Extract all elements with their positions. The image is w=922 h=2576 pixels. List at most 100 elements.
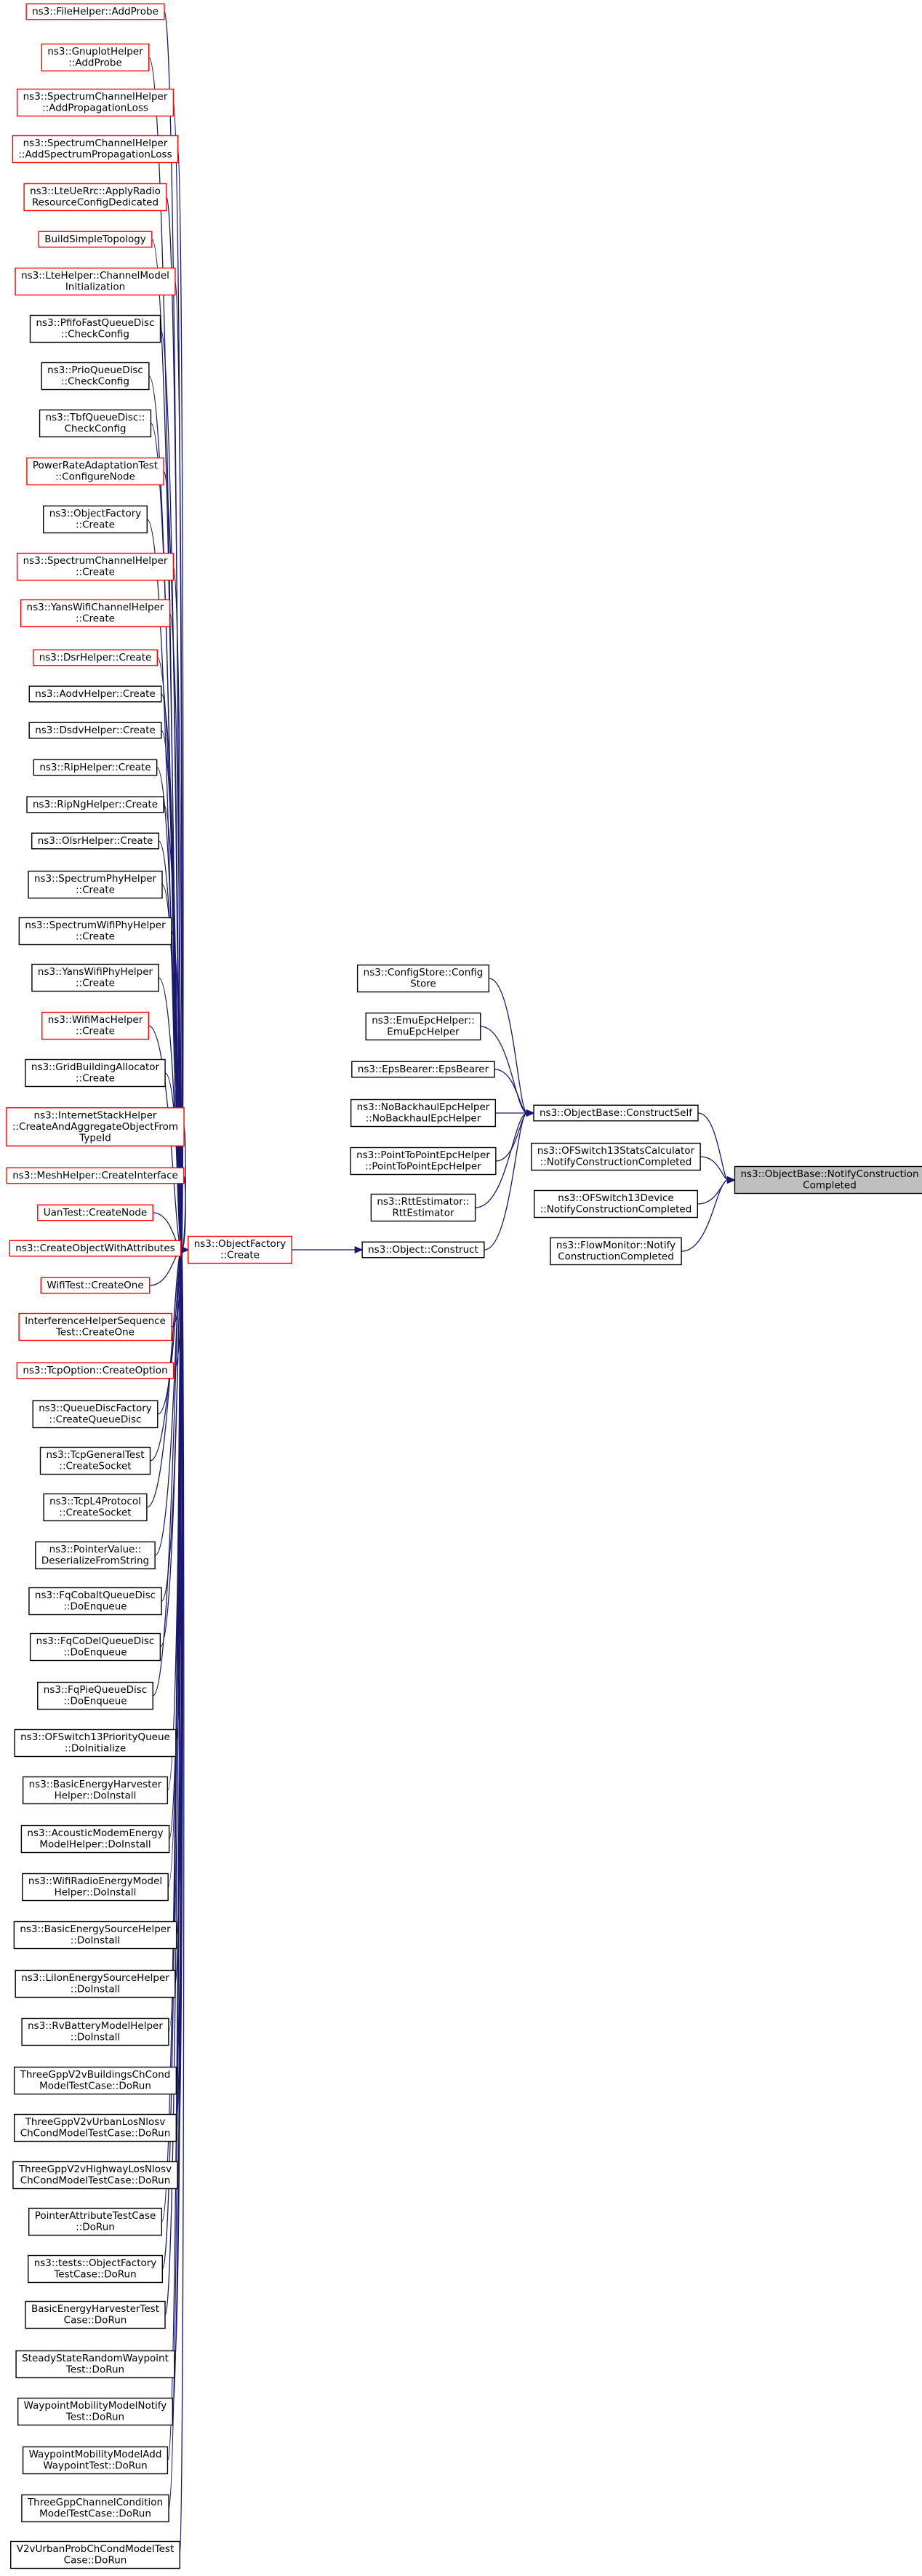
node-ns3-olsrhelper-create[interactable]: ns3::OlsrHelper::Create <box>31 832 159 850</box>
node-box <box>14 2113 177 2142</box>
node-threegppchannelconditionmodeltestcase-dorun[interactable]: ThreeGppChannelConditionModelTestCase::D… <box>21 2494 169 2523</box>
node-ns3-queuediscfactory-createqueuedisc[interactable]: ns3::QueueDiscFactory::CreateQueueDisc <box>32 1400 159 1429</box>
node-ns3-yanswifichannelhelper-create[interactable]: ns3::YansWifiChannelHelper::Create <box>20 599 171 628</box>
edge-to-constructself <box>494 1069 535 1117</box>
node-box <box>22 1873 169 1902</box>
node-ns3-yanswifiphyhelper-create[interactable]: ns3::YansWifiPhyHelper::Create <box>31 963 159 992</box>
node-ns3-pfifofastqueuedisc-checkconfig[interactable]: ns3::PfifoFastQueueDisc::CheckConfig <box>29 314 161 343</box>
node-label-line: ns3::AcousticModemEnergy <box>27 1827 163 1839</box>
node-ns3-createobjectwithattributes[interactable]: ns3::CreateObjectWithAttributes <box>9 1240 182 1257</box>
node-ns3-spectrumchannelhelper-addspectrumpropagationloss[interactable]: ns3::SpectrumChannelHelper::AddSpectrumP… <box>12 135 179 164</box>
node-ns3-objectfactory-create[interactable]: ns3::ObjectFactory::Create <box>43 505 148 534</box>
node-ns3-pointtopointepchelper-pointtopointepchelper[interactable]: ns3::PointToPointEpcHelper::PointToPoint… <box>350 1147 497 1176</box>
node-ns3-ltehelper-channelmodelinitialization[interactable]: ns3::LteHelper::ChannelModelInitializati… <box>15 267 176 296</box>
node-ns3-aodvhelper-create[interactable]: ns3::AodvHelper::Create <box>28 685 162 703</box>
node-ns3-epsbearer-epsbearer[interactable]: ns3::EpsBearer::EpsBearer <box>351 1061 495 1078</box>
node-label-line: BasicEnergyHarvesterTest <box>31 2303 159 2315</box>
node-ns3-ripnghelper-create[interactable]: ns3::RipNgHelper::Create <box>26 796 164 813</box>
node-ns3-meshhelper-createinterface[interactable]: ns3::MeshHelper::CreateInterface <box>6 1167 185 1184</box>
node-label-line: ::Create <box>76 978 115 989</box>
node-label-line: ::DoEnqueue <box>63 1601 127 1613</box>
node-ns3-objectfactory-create[interactable]: ns3::ObjectFactory::Create <box>188 1235 292 1264</box>
node-box <box>20 1825 170 1854</box>
node-waypointmobilitymodeladdwaypointtest-dorun[interactable]: WaypointMobilityModelAddWaypointTest::Do… <box>22 2446 169 2475</box>
node-ns3-spectrumwifiphyhelper-create[interactable]: ns3::SpectrumWifiPhyHelper::Create <box>18 917 172 946</box>
node-buildsimpletopology[interactable]: BuildSimpleTopology <box>38 231 153 248</box>
node-wifitest-createone[interactable]: WifiTest::CreateOne <box>40 1277 151 1294</box>
node-label-line: ns3::tests::ObjectFactory <box>34 2257 157 2269</box>
node-label-line: ns3::ObjectBase::ConstructSelf <box>540 1107 693 1119</box>
node-box <box>15 267 176 296</box>
node-box <box>356 964 490 993</box>
node-label-line: Initialization <box>65 282 125 293</box>
node-ns3-spectrumchannelhelper-addpropagationloss[interactable]: ns3::SpectrumChannelHelper::AddPropagati… <box>16 88 175 117</box>
node-ns3-dsrhelper-create[interactable]: ns3::DsrHelper::Create <box>32 649 159 666</box>
node-box <box>29 1632 161 1662</box>
node-box <box>25 3 165 20</box>
node-ns3-fqcodelqueuedisc-doenqueue[interactable]: ns3::FqCoDelQueueDisc::DoEnqueue <box>29 1632 161 1662</box>
node-label-line: ns3::SpectrumChannelHelper <box>23 91 168 103</box>
node-label-line: ns3::TcpOption::CreateOption <box>23 1365 167 1376</box>
node-ns3-object-construct[interactable]: ns3::Object::Construct <box>361 1241 485 1259</box>
node-label-line: ::CheckConfig <box>61 376 129 388</box>
node-ns3-fqpiequeuedisc-doenqueue[interactable]: ns3::FqPieQueueDisc::DoEnqueue <box>37 1681 153 1710</box>
node-ns3-lteuerrc-applyradioresourceconfigdedicated[interactable]: ns3::LteUeRrc::ApplyRadioResourceConfigD… <box>23 183 167 212</box>
node-interferencehelpersequencetest-createone[interactable]: InterferenceHelperSequenceTest::CreateOn… <box>18 1312 172 1341</box>
node-threegppv2vhighwaylosnlosvchcondmodeltestcase-dorun[interactable]: ThreeGppV2vHighwayLosNlosvChCondModelTes… <box>12 2161 178 2190</box>
node-ns3-pointervalue-deserializefromstring[interactable]: ns3::PointerValue::DeserializeFromString <box>35 1541 156 1570</box>
node-powerrateadaptationtest-configurenode[interactable]: PowerRateAdaptationTest::ConfigureNode <box>26 457 164 486</box>
node-ns3-wifiradioenergymodelhelper-doinstall[interactable]: ns3::WifiRadioEnergyModelHelper::DoInsta… <box>22 1873 169 1902</box>
node-ns3-ofswitch13priorityqueue-doinitialize[interactable]: ns3::OFSwitch13PriorityQueue::DoInitiali… <box>14 1728 177 1758</box>
node-ns3-configstore-configstore[interactable]: ns3::ConfigStore::ConfigStore <box>356 964 490 993</box>
node-ns3-tcpl4protocol-createsocket[interactable]: ns3::TcpL4Protocol::CreateSocket <box>43 1493 148 1522</box>
node-ns3-spectrumphyhelper-create[interactable]: ns3::SpectrumPhyHelper::Create <box>28 870 163 899</box>
node-label-line: ns3::OFSwitch13StatsCalculator <box>537 1145 695 1157</box>
node-label-line: ns3::SpectrumWifiPhyHelper <box>25 920 166 931</box>
node-ns3-filehelper-addprobe[interactable]: ns3::FileHelper::AddProbe <box>25 3 165 20</box>
node-threegppv2vurbanlosnlosvchcondmodeltestcase-dorun[interactable]: ThreeGppV2vUrbanLosNlosvChCondModelTestC… <box>14 2113 177 2142</box>
node-ns3-riphelper-create[interactable]: ns3::RipHelper::Create <box>33 759 158 776</box>
node-ns3-liionenergysourcehelper-doinstall[interactable]: ns3::LiIonEnergySourceHelper::DoInstall <box>15 1969 176 1998</box>
node-label-line: ns3::LteHelper::ChannelModel <box>21 270 169 282</box>
node-ns3-gnuplothelper-addprobe[interactable]: ns3::GnuplotHelper::AddProbe <box>41 43 150 72</box>
node-ns3-objectbase-constructself[interactable]: ns3::ObjectBase::ConstructSelf <box>533 1104 699 1122</box>
node-ns3-flowmonitor-notifyconstructioncompleted[interactable]: ns3::FlowMonitor::NotifyConstructionComp… <box>550 1237 682 1266</box>
node-ns3-tcpoption-createoption[interactable]: ns3::TcpOption::CreateOption <box>16 1362 175 1379</box>
node-label-line: ns3::AodvHelper::Create <box>35 688 155 700</box>
node-label-line: ns3::ObjectFactory <box>49 508 142 519</box>
node-ns3-emuepchelper-emuepchelper[interactable]: ns3::EmuEpcHelper::EmuEpcHelper <box>365 1012 481 1041</box>
node-label-line: ::DoEnqueue <box>63 1647 127 1659</box>
node-ns3-tbfqueuedisc-checkconfig[interactable]: ns3::TbfQueueDisc::CheckConfig <box>39 409 152 438</box>
node-label-line: ns3::PointToPointEpcHelper <box>356 1149 490 1161</box>
node-ns3-dsdvhelper-create[interactable]: ns3::DsdvHelper::Create <box>28 722 162 739</box>
node-ns3-gridbuildingallocator-create[interactable]: ns3::GridBuildingAllocator::Create <box>25 1058 166 1088</box>
node-label-line: ns3::MeshHelper::CreateInterface <box>12 1170 178 1181</box>
node-box <box>22 1776 169 1805</box>
node-ns3-nobackhaulepchelper-nobackhaulepchelper[interactable]: ns3::NoBackhaulEpcHelper::NoBackhaulEpcH… <box>350 1098 497 1128</box>
node-box <box>23 183 167 212</box>
node-ns3-basicenergyharvesterhelper-doinstall[interactable]: ns3::BasicEnergyHarvesterHelper::DoInsta… <box>22 1776 169 1805</box>
node-ns3-rttestimator-rttestimator[interactable]: ns3::RttEstimator::RttEstimator <box>370 1193 476 1222</box>
node-box <box>533 1104 699 1122</box>
node-uantest-createnode[interactable]: UanTest::CreateNode <box>37 1204 153 1221</box>
node-ns3-wifimachelper-create[interactable]: ns3::WifiMacHelper::Create <box>41 1011 149 1040</box>
node-ns3-internetstackhelper-createandaggregateobjectfromtypeid[interactable]: ns3::InternetStackHelper::CreateAndAggre… <box>6 1107 185 1147</box>
node-ns3-rvbatterymodelhelper-doinstall[interactable]: ns3::RvBatteryModelHelper::DoInstall <box>21 2017 169 2046</box>
node-threegppv2vbuildingschcondmodeltestcase-dorun[interactable]: ThreeGppV2vBuildingsChCondModelTestCase:… <box>13 2066 177 2095</box>
node-ns3-ofswitch13device-notifyconstructioncompleted[interactable]: ns3::OFSwitch13Device::NotifyConstructio… <box>534 1189 698 1219</box>
node-ns3-spectrumchannelhelper-create[interactable]: ns3::SpectrumChannelHelper::Create <box>16 552 175 581</box>
node-ns3-basicenergysourcehelper-doinstall[interactable]: ns3::BasicEnergySourceHelper::DoInstall <box>13 1921 177 1950</box>
node-label-line: DeserializeFromString <box>41 1555 149 1567</box>
node-ns3-prioqueuedisc-checkconfig[interactable]: ns3::PrioQueueDisc::CheckConfig <box>41 362 150 391</box>
edge-to-constructself <box>484 1109 535 1251</box>
node-ns3-tcpgeneraltest-createsocket[interactable]: ns3::TcpGeneralTest::CreateSocket <box>39 1446 151 1475</box>
node-ns3-acousticmodemenergymodelhelper-doinstall[interactable]: ns3::AcousticModemEnergyModelHelper::DoI… <box>20 1825 170 1854</box>
node-ns3-fqcobaltqueuedisc-doenqueue[interactable]: ns3::FqCobaltQueueDisc::DoEnqueue <box>28 1587 162 1616</box>
node-ns3-ofswitch13statscalculator-notifyconstructioncompleted[interactable]: ns3::OFSwitch13StatsCalculator::NotifyCo… <box>531 1142 701 1171</box>
node-pointerattributetestcase-dorun[interactable]: PointerAttributeTestCase::DoRun <box>28 2207 163 2236</box>
